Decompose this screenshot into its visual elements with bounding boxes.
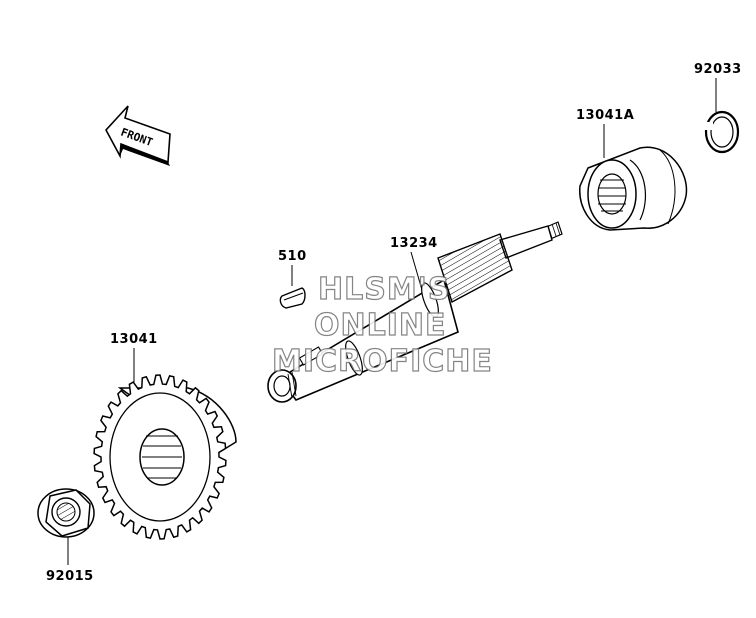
nut-92015 [37,488,95,538]
gear-13041a [579,146,688,231]
circlip-92033 [704,110,740,154]
part-label-92015[interactable]: 92015 [46,569,94,584]
front-arrow-icon: FRONT [105,105,171,166]
watermark-line-1: HLSM'S [317,271,451,307]
key-510 [279,287,306,309]
watermark-line-3: MICROFICHE [271,343,493,379]
part-label-92033[interactable]: 92033 [694,62,742,77]
watermark-line-2: ONLINE [313,307,447,343]
part-label-510[interactable]: 510 [278,249,307,264]
part-label-13041a[interactable]: 13041A [576,108,635,123]
gear-13041 [93,374,237,540]
part-label-13234[interactable]: 13234 [390,236,438,251]
shaft-13234 [267,221,563,403]
part-label-13041[interactable]: 13041 [110,332,158,347]
